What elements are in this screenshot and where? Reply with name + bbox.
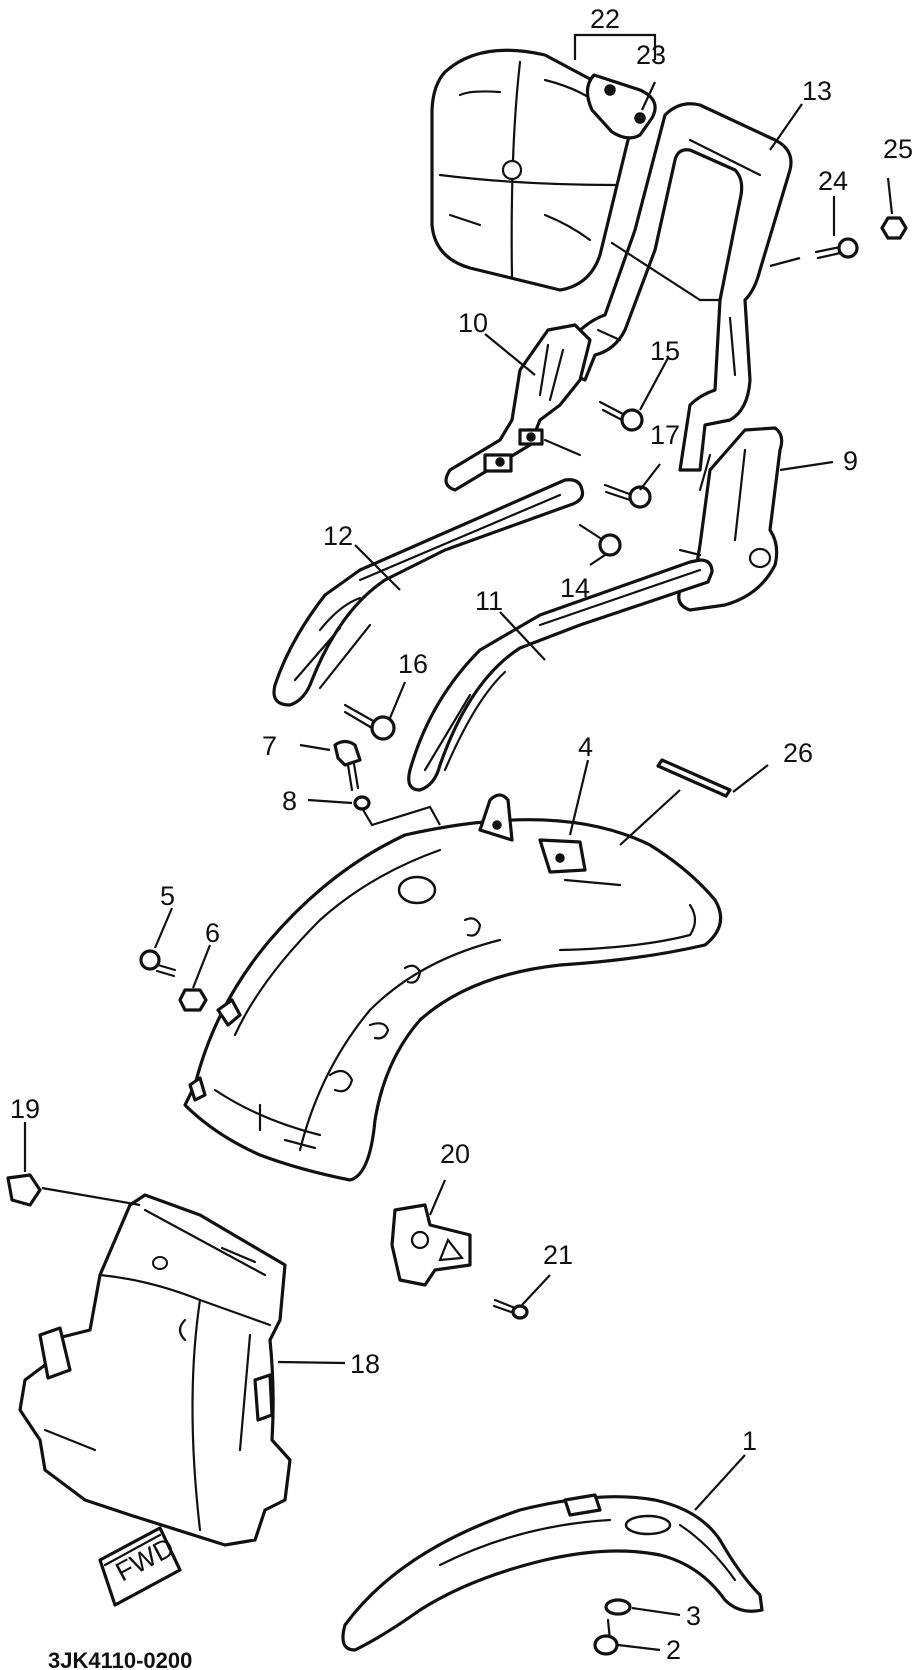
callout-2: 2 — [666, 1635, 681, 1665]
callout-25: 25 — [883, 134, 913, 164]
callout-14: 14 — [560, 573, 590, 603]
leader-lines — [23, 33, 894, 1652]
callout-4: 4 — [578, 732, 593, 762]
callout-labels: 22 23 13 24 25 10 15 17 9 12 14 11 16 7 … — [10, 4, 913, 1665]
backrest-frame — [558, 102, 793, 472]
bolt-7 — [333, 739, 362, 792]
callout-3: 3 — [686, 1601, 701, 1631]
callout-26: 26 — [783, 738, 813, 768]
bolt-24 — [814, 237, 859, 260]
callout-21: 21 — [543, 1240, 573, 1270]
callout-13: 13 — [802, 76, 832, 106]
nut-25 — [880, 216, 908, 240]
bolt-16 — [343, 703, 396, 741]
callout-23: 23 — [636, 40, 666, 70]
pad-bracket — [585, 73, 657, 140]
washer-8 — [353, 795, 371, 811]
callout-5: 5 — [160, 881, 175, 911]
emblem-26 — [656, 758, 732, 798]
callout-11: 11 — [475, 586, 503, 616]
callout-19: 19 — [10, 1094, 40, 1124]
bolt-5 — [139, 949, 177, 978]
callout-9: 9 — [843, 446, 858, 476]
right-rail — [407, 558, 714, 792]
left-stay — [444, 323, 592, 492]
callout-10: 10 — [458, 308, 488, 338]
bolt-17 — [603, 483, 652, 509]
bolt-2 — [593, 1618, 619, 1656]
rear-fender — [183, 793, 723, 1182]
fwd-plate: FWD — [98, 1526, 182, 1607]
nut-6 — [178, 988, 208, 1012]
bolt-14 — [578, 523, 622, 557]
washer-3 — [604, 1598, 632, 1616]
callout-20: 20 — [440, 1139, 470, 1169]
backrest-pad — [430, 48, 635, 292]
callout-6: 6 — [205, 918, 220, 948]
callout-1: 1 — [742, 1426, 757, 1456]
clip-19 — [6, 1173, 42, 1207]
left-rail — [272, 478, 585, 707]
callout-8: 8 — [282, 786, 297, 816]
callout-7: 7 — [262, 731, 277, 761]
callout-24: 24 — [818, 166, 848, 196]
inner-fender — [18, 1193, 292, 1547]
front-fender — [341, 1493, 764, 1652]
callout-16: 16 — [398, 649, 428, 679]
callout-22: 22 — [590, 4, 620, 34]
drawing-code: 3JK4110-0200 — [48, 1648, 192, 1670]
reflector-bracket — [390, 1203, 472, 1287]
callout-17: 17 — [650, 420, 680, 450]
callout-12: 12 — [323, 521, 353, 551]
screw-21 — [492, 1298, 529, 1320]
bolt-15 — [598, 400, 644, 432]
callout-18: 18 — [350, 1349, 380, 1379]
callout-15: 15 — [650, 336, 680, 366]
